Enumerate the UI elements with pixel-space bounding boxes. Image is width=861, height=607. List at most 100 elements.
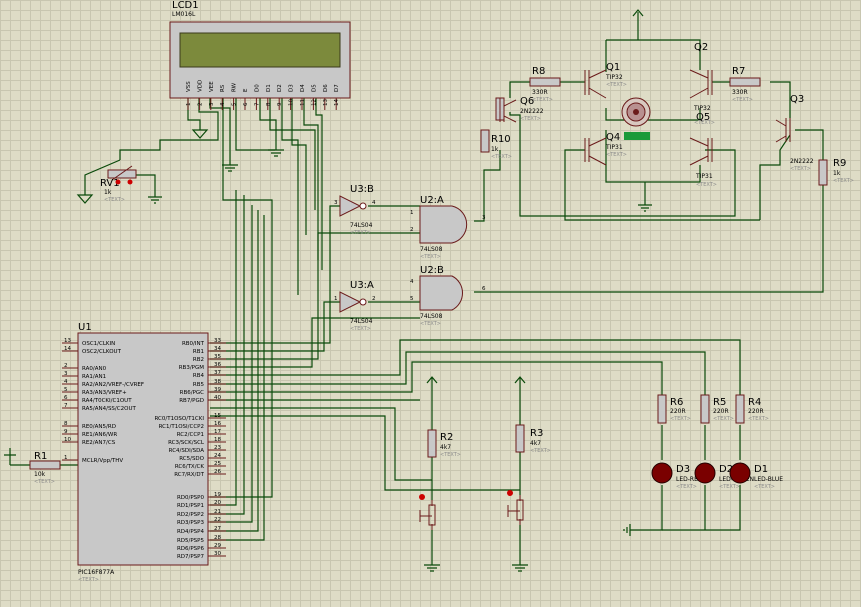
mcu-right-pin-number: 19 <box>214 492 221 498</box>
mcu-right-pin-name: RD4/PSP4 <box>177 529 205 535</box>
mcu-right-pins: 33RB0/INT34RB135RB236RB3/PGM37RB438RB539… <box>154 338 226 560</box>
mcu-ref: U1 <box>78 322 92 333</box>
mcu-right-pin-name: RC7/RX/DT <box>174 472 204 478</box>
transistor-q6[interactable]: Q6 2N2222 <TEXT> <box>499 96 544 123</box>
d3-ref: D3 <box>676 464 690 475</box>
mcu-left-pin-number: 2 <box>64 363 68 369</box>
resistor-r10[interactable]: R10 1k <TEXT> <box>480 97 512 160</box>
mcu-right-pin-number: 25 <box>214 461 221 467</box>
gnd-pot2-icon <box>148 196 162 204</box>
r6-text: <TEXT> <box>670 416 691 422</box>
q5-text: <TEXT> <box>696 182 717 188</box>
resistor-r3[interactable]: R3 4k7 <TEXT> <box>515 424 551 454</box>
mcu-left-pin-number: 9 <box>64 429 68 435</box>
lcd-pin-number: 7 <box>254 102 260 106</box>
u2b-pin4: 4 <box>410 279 414 285</box>
resistor-r9[interactable]: R9 1k <TEXT> <box>818 158 854 186</box>
pushbutton-1[interactable] <box>419 494 436 530</box>
pushbutton-2[interactable] <box>507 490 524 525</box>
mcu-left-pin-name: RA1/AN1 <box>82 374 106 380</box>
mcu-right-pin-number: 24 <box>214 453 221 459</box>
rv1-text: <TEXT> <box>104 197 125 203</box>
transistor-q5[interactable]: Q5 TIP31 <TEXT> <box>689 112 717 188</box>
and-gate-u2b[interactable]: U2:B 74LS08 <TEXT> 4 5 6 <box>410 265 486 327</box>
mcu-right-pin-number: 36 <box>214 362 221 368</box>
u3b-pin-in: 3 <box>334 200 338 206</box>
and-gate-u2a[interactable]: U2:A 74LS08 <TEXT> 1 2 3 <box>410 195 486 260</box>
transistor-q2[interactable]: Q2 TIP32 <TEXT> <box>689 42 715 126</box>
d3-text: <TEXT> <box>676 484 697 490</box>
u3b-pin-out: 4 <box>372 200 376 206</box>
resistor-r6[interactable]: R6 220R <TEXT> <box>657 394 691 424</box>
d1-part: LED-BLUE <box>754 476 783 483</box>
mcu-right-pin-name: RD1/PSP1 <box>177 503 204 509</box>
resistor-r1[interactable]: R1 10k <TEXT> <box>4 448 61 485</box>
lcd-pin-label: VSS <box>186 81 192 92</box>
mcu-right-pin-name: RD7/PSP7 <box>177 554 205 560</box>
r6-value: 220R <box>670 408 686 415</box>
lcd-pin-label: D1 <box>266 84 272 92</box>
transistor-q4[interactable]: Q4 TIP31 <TEXT> <box>584 132 650 166</box>
u2a-ref: U2:A <box>420 195 444 206</box>
u3b-ref: U3:B <box>350 184 374 195</box>
dc-motor[interactable] <box>621 97 651 127</box>
mcu-right-pin-number: 23 <box>214 445 221 451</box>
lcd-module[interactable]: LCD1 LM016L VSS1VDD2VEE3RS4RW5E6D07D18D2… <box>169 0 351 110</box>
transistor-q3[interactable]: Q3 2N2222 <TEXT> <box>775 94 814 172</box>
inverter-u3a[interactable]: U3:A 74LS04 <TEXT> 1 2 <box>334 280 376 332</box>
led-d3[interactable]: D3 LED-RED <TEXT> <box>651 462 703 490</box>
mcu-right-pin-name: RB4 <box>193 373 205 379</box>
inverter-u3b[interactable]: U3:B 74LS04 <TEXT> 3 4 <box>334 184 376 236</box>
lcd-pin-label: D3 <box>289 84 295 92</box>
mcu-right-pin-name: RD0/PSP0 <box>177 495 205 501</box>
mcu-left-pin-number: 14 <box>64 346 71 352</box>
q4-part: TIP31 <box>605 144 623 151</box>
mcu-right-pin-number: 33 <box>214 338 221 344</box>
rv1-value: 1k <box>104 189 112 196</box>
r3-ref: R3 <box>530 428 543 439</box>
resistor-r8[interactable]: R8 330R <TEXT> <box>529 66 561 103</box>
mcu-part: PIC16F877A <box>78 569 115 576</box>
mcu-right-pin-name: RD3/PSP3 <box>177 520 205 526</box>
u2b-ref: U2:B <box>420 265 444 276</box>
gnd-lcd2-icon <box>222 164 238 172</box>
resistor-r7[interactable]: R7 330R <TEXT> <box>729 66 761 103</box>
mcu-left-pin-number: 7 <box>64 403 68 409</box>
mcu-right-pin-number: 40 <box>214 395 221 401</box>
mcu-right-pin-name: RD2/PSP2 <box>177 512 204 518</box>
q4-status-icon <box>624 132 650 140</box>
lcd-pin-number: 6 <box>243 102 249 106</box>
mcu-right-pin-number: 38 <box>214 379 221 385</box>
resistor-r4[interactable]: R4 220R <TEXT> <box>735 394 769 424</box>
mcu-left-pin-name: RE2/AN7/CS <box>82 440 116 446</box>
lcd-pin-label: D2 <box>277 84 283 92</box>
resistor-r5[interactable]: R5 220R <TEXT> <box>700 394 734 424</box>
lcd-pin-number: 3 <box>209 102 215 106</box>
mcu-left-pin-name: RA5/AN4/SS/C2OUT <box>82 406 136 412</box>
rv1-probe2-icon <box>127 179 133 185</box>
mcu-left-pin-number: 13 <box>64 338 71 344</box>
r1-ref: R1 <box>34 451 47 462</box>
resistor-r2[interactable]: R2 4k7 <TEXT> <box>427 429 461 458</box>
led-d1[interactable]: D1 LED-BLUE <TEXT> <box>729 462 783 490</box>
lcd-pin-label: D4 <box>300 84 306 92</box>
mcu-right-pin-number: 35 <box>214 354 221 360</box>
q2-ref: Q2 <box>694 42 708 53</box>
lcd-pin-label: E <box>243 88 249 92</box>
mcu-left-pin-number: 8 <box>64 421 68 427</box>
transistor-q1[interactable]: Q1 TIP32 <TEXT> <box>584 62 627 99</box>
r1-power-icon <box>4 448 16 465</box>
gnd-hbridge-icon <box>638 204 652 212</box>
r1-text: <TEXT> <box>34 479 55 485</box>
mcu-right-pin-name: RC5/SDO <box>179 456 204 462</box>
gnd-pot-icon <box>76 194 94 204</box>
d2-ref: D2 <box>719 464 733 475</box>
mcu-left-pin-name: MCLR/Vpp/THV <box>82 458 123 464</box>
rv1-ref: RV1 <box>100 178 120 189</box>
pot-rv1[interactable]: RV1 1k <TEXT> <box>100 165 137 203</box>
mcu-right-pin-number: 30 <box>214 551 221 557</box>
mcu-right-pin-name: RB2 <box>193 357 204 363</box>
